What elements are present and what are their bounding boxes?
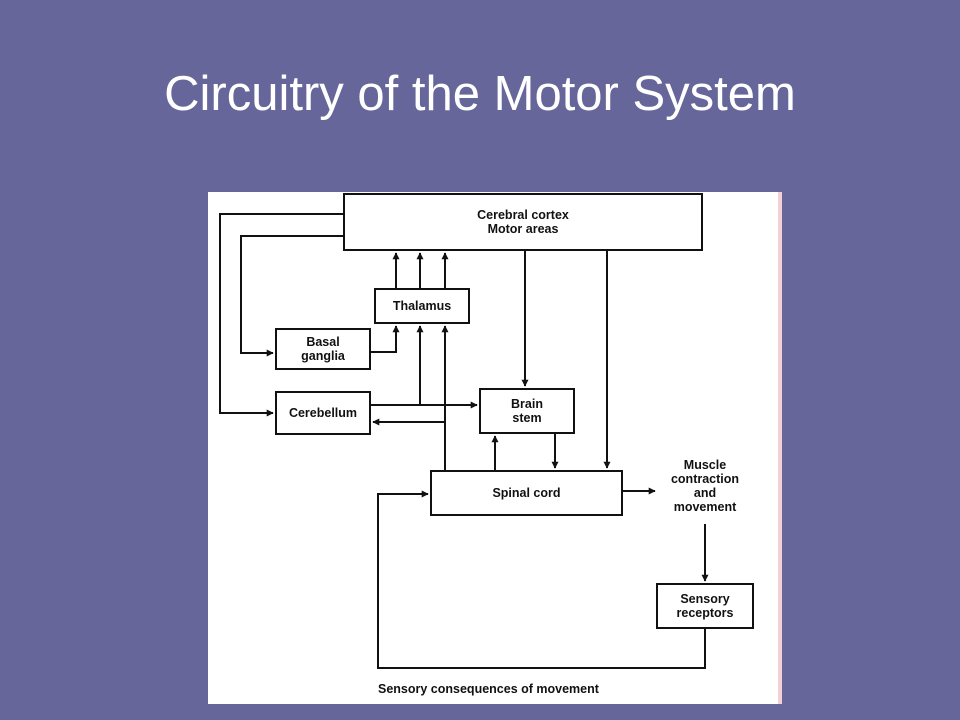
basal-ganglia-box: [275, 328, 371, 370]
arrow-basal-to-thalamus: [370, 325, 400, 353]
cerebellum-box: [275, 391, 371, 435]
spinal-cord-label: Spinal cord: [492, 486, 561, 500]
cerebellum-label: Cerebellum: [288, 406, 358, 420]
sensory-receptors-label: Sensory receptors: [676, 592, 734, 620]
muscle-movement-label: Muscle contraction and movement: [670, 458, 740, 514]
arrow-feedback-loop: [377, 490, 706, 669]
thalamus-label: Thalamus: [392, 299, 452, 313]
basal-ganglia-label: Basal ganglia: [301, 335, 345, 363]
spinal-cord-box: [430, 470, 623, 516]
slide-title: Circuitry of the Motor System: [164, 67, 796, 121]
arrow-cortex-to-cerebellum: [219, 213, 344, 417]
arrow-cortex-to-basal: [240, 235, 344, 357]
cortex-box: [343, 193, 703, 251]
brainstem-label: Brain stem: [511, 397, 543, 425]
motor-system-diagram: Cerebral cortex Motor areas Thalamus Bas…: [208, 192, 782, 704]
cortex-label: Cerebral cortex Motor areas: [477, 208, 569, 236]
diagram-graphics: [219, 193, 754, 669]
scan-edge: [778, 192, 782, 704]
brainstem-box: [479, 388, 575, 434]
feedback-label: Sensory consequences of movement: [378, 682, 599, 696]
thalamus-box: [374, 288, 470, 324]
